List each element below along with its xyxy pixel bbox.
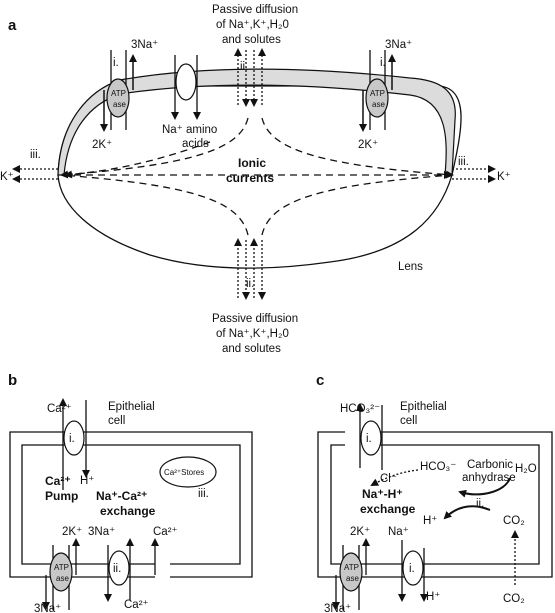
ca-h-exchanger: i. Ca²⁺ H⁺ xyxy=(47,398,94,490)
stores-label: Ca²⁺Stores xyxy=(164,468,204,477)
na-bottom-label: Na⁺ xyxy=(388,526,409,538)
h2o-label: H₂O xyxy=(515,463,537,475)
panel-b: b Epithelial cell i. Ca²⁺ H⁺ Ca²⁺ Pump N… xyxy=(8,372,253,613)
potassium-in-label: 2K⁺ xyxy=(358,139,378,151)
panel-c-letter: c xyxy=(316,372,324,389)
cell-inner-wall xyxy=(330,444,540,565)
atpase-label-bottom: ase xyxy=(346,574,359,583)
passive-bottom-line3: and solutes xyxy=(222,343,281,355)
ca-right-label: Ca²⁺ xyxy=(153,526,178,538)
naca-line1: Na⁺-Ca²⁺ xyxy=(96,489,147,503)
epithelial-label: Epithelial xyxy=(108,401,155,413)
passive-top-line2: of Na⁺,K⁺,H₂0 xyxy=(216,19,289,31)
sodium-out-label: 3Na⁺ xyxy=(131,39,158,51)
ii-label: ii. xyxy=(476,498,484,510)
ii-bottom-label: ii. xyxy=(246,278,254,290)
atpase-label-bottom: ase xyxy=(113,100,126,109)
nah-line2: exchange xyxy=(360,502,416,516)
co2-mid-label: CO₂ xyxy=(503,515,525,527)
k-right-ion: K⁺ xyxy=(497,171,511,183)
chloride-path xyxy=(370,469,419,486)
carbonic-label: Carbonic xyxy=(467,459,513,471)
k-right-label: iii. xyxy=(458,156,469,168)
panel-a-letter: a xyxy=(8,17,17,34)
na-out-label: 3Na⁺ xyxy=(324,603,351,613)
passive-bottom-line2: of Na⁺,K⁺,H₂0 xyxy=(216,328,289,340)
na-out-label: 3Na⁺ xyxy=(34,603,61,613)
h-mid-label: H⁺ xyxy=(423,515,437,527)
exchanger-label: i. xyxy=(69,433,75,445)
passive-diffusion-bottom: ii. Passive diffusion of Na⁺,K⁺,H₂0 and … xyxy=(212,238,298,355)
epithelial-label: Epithelial xyxy=(400,401,447,413)
cl-label: Cl⁻ xyxy=(380,473,397,485)
potassium-efflux-left: K⁺ iii. xyxy=(0,149,58,183)
carbonic-reaction-arc xyxy=(458,477,511,498)
k-left-ion: K⁺ xyxy=(0,171,14,183)
cell-label: cell xyxy=(400,415,417,427)
pump-label: i. xyxy=(380,57,386,69)
potassium-in-label: 2K⁺ xyxy=(92,139,112,151)
pump-label: i. xyxy=(113,57,119,69)
ii-label: ii. xyxy=(113,563,121,575)
exchanger-label: i. xyxy=(366,433,372,445)
cell-label: cell xyxy=(108,415,125,427)
nah-line1: Na⁺-H⁺ xyxy=(362,487,403,501)
cl-hco3-exchanger: i. HCO₃²⁻ xyxy=(340,403,383,470)
ca-pump-line2: Pump xyxy=(45,489,78,503)
k-left-label: iii. xyxy=(30,149,41,161)
hco3-out-label: HCO₃²⁻ xyxy=(340,403,380,415)
atpase-label-top: ATP xyxy=(344,563,359,572)
lens-label: Lens xyxy=(398,261,423,273)
ca-bottom-label: Ca²⁺ xyxy=(124,599,149,611)
na-h-exchanger: i. Na⁺ H⁺ xyxy=(388,526,440,603)
atpase-label-top: ATP xyxy=(370,89,385,98)
ii-top-label: ii. xyxy=(240,61,248,73)
atpase-label-bottom: ase xyxy=(56,574,69,583)
lens-pump-right: ATP ase i. 3Na⁺ 2K⁺ xyxy=(358,39,412,151)
potassium-efflux-right: K⁺ iii. xyxy=(452,156,511,183)
passive-diffusion-top: Passive diffusion of Na⁺,K⁺,H₂0 and solu… xyxy=(212,4,298,107)
cell-outer-wall xyxy=(9,431,253,578)
atpase-label-bottom: ase xyxy=(372,100,385,109)
atpase-label-top: ATP xyxy=(111,89,126,98)
ca-out-label: Ca²⁺ xyxy=(47,403,72,415)
passive-top-line1: Passive diffusion xyxy=(212,4,298,16)
ionic-current-paths xyxy=(60,117,454,236)
k-bottom-label: 2K⁺ xyxy=(350,526,370,538)
passive-bottom-line1: Passive diffusion xyxy=(212,313,298,325)
panel-c: c Epithelial cell i. HCO₃²⁻ Cl⁻ HCO₃⁻ Ca… xyxy=(316,372,553,613)
k-bottom-label: 2K⁺ xyxy=(62,526,82,538)
atpase-label-top: ATP xyxy=(54,563,69,572)
cell-outer-wall xyxy=(317,431,553,578)
naca-line2: exchange xyxy=(100,504,156,518)
h-out-label: H⁺ xyxy=(426,591,440,603)
h-in-label: H⁺ xyxy=(80,475,94,487)
co2-bottom-label: CO₂ xyxy=(503,593,525,605)
ca-pump-line1: Ca²⁺ xyxy=(45,474,71,488)
carbonic-reaction-arc-lower xyxy=(443,505,491,520)
panel-b-letter: b xyxy=(8,372,17,389)
iii-label: iii. xyxy=(198,488,209,500)
amino-acid-transporter: Na⁺ amino acids xyxy=(162,55,217,150)
anhydrase-label: anhydrase xyxy=(462,472,516,484)
na-ca-exchanger: ii. 3Na⁺ Ca²⁺ xyxy=(88,526,149,611)
passive-top-line3: and solutes xyxy=(222,34,281,46)
na-amino-label: Na⁺ amino xyxy=(162,124,217,136)
calcium-stores xyxy=(159,456,217,488)
amino-acids-label: acids xyxy=(182,138,209,150)
na-k-atpase: ATP ase 3Na⁺ 2K⁺ xyxy=(324,526,370,613)
sodium-out-label: 3Na⁺ xyxy=(385,39,412,51)
lens-pump-left: ATP ase i. 3Na⁺ 2K⁺ xyxy=(92,39,158,151)
ionic-currents-line2: currents xyxy=(226,171,274,185)
panel-a: a ATP ase i. 3Na⁺ 2K⁺ Na⁺ amino acids xyxy=(0,4,511,355)
na-bottom-label: 3Na⁺ xyxy=(88,526,115,538)
hco3-in-label: HCO₃⁻ xyxy=(420,461,456,473)
cell-inner-wall xyxy=(21,444,241,565)
ionic-currents-line1: Ionic xyxy=(238,156,266,170)
na-k-atpase: ATP ase 3Na⁺ 2K⁺ xyxy=(34,526,82,613)
i-bottom-label: i. xyxy=(409,563,415,575)
